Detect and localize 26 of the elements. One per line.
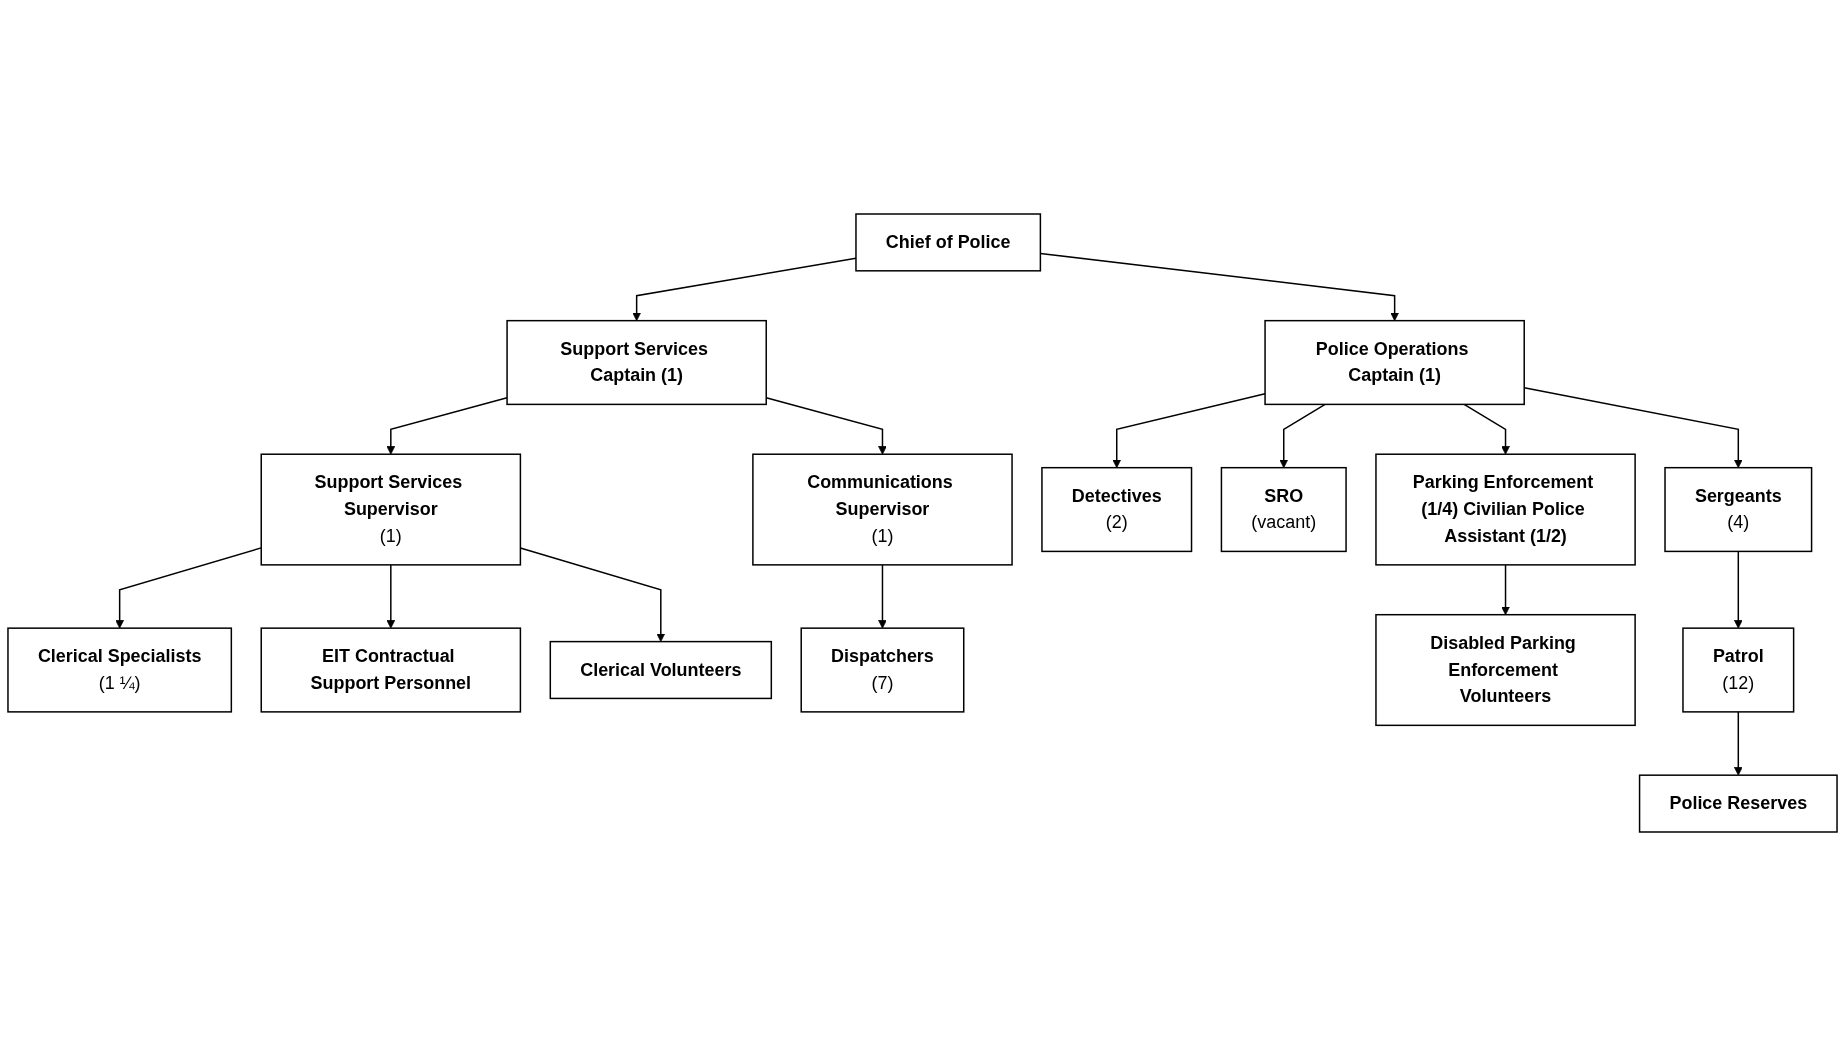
arrow — [386, 564, 396, 629]
node-box: Support Services Captain (1) — [506, 319, 767, 406]
arrow — [1733, 711, 1743, 776]
node-box: Clerical Specialists (1 ¼) — [7, 627, 233, 713]
node-box: Patrol (12) — [1682, 627, 1795, 713]
node-box: Clerical Volunteers — [549, 640, 773, 700]
node-box: Dispatchers (7) — [800, 627, 965, 713]
node-box: Disabled Parking Enforcement Volunteers — [1375, 613, 1636, 727]
node-box: Detectives (2) — [1041, 466, 1193, 553]
arrow — [115, 547, 262, 629]
arrow — [1733, 550, 1743, 629]
node-box: SRO (vacant) — [1220, 466, 1347, 553]
arrow — [878, 564, 887, 629]
arrow — [386, 396, 508, 455]
arrow — [1279, 403, 1326, 469]
node-box: Communications Supervisor (1) — [752, 453, 1013, 566]
node-box: Parking Enforcement (1/4) Civilian Police Assistant (1/2) — [1375, 453, 1636, 566]
node-box: Police Operations Captain (1) — [1264, 319, 1525, 406]
arrow — [1463, 403, 1510, 455]
node-box: EIT Contractual Support Personnel — [260, 627, 522, 713]
node-box: Police Reserves — [1638, 774, 1838, 833]
arrow — [1501, 564, 1510, 616]
node-box: Sergeants (4) — [1664, 466, 1813, 553]
node-box: Chief of Police — [855, 213, 1042, 272]
arrow — [1112, 392, 1266, 469]
node-box: Support Services Supervisor (1) — [260, 453, 522, 566]
